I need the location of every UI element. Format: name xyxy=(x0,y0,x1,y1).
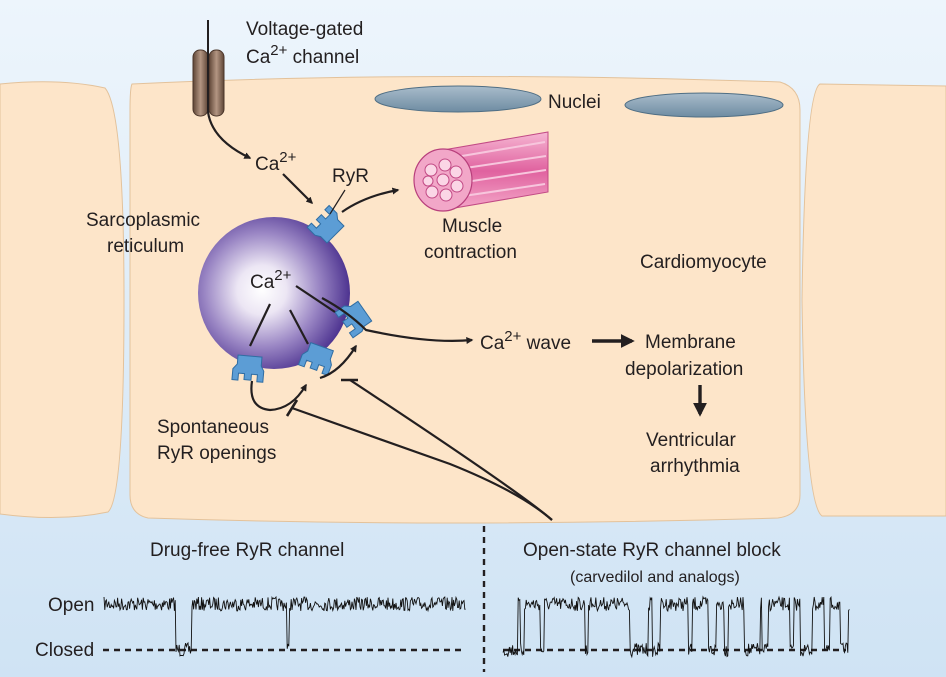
open-label: Open xyxy=(48,595,94,616)
ca-label-entry: Ca2+ xyxy=(255,149,297,175)
nucleus-icon xyxy=(374,85,542,113)
block-lines xyxy=(291,379,553,521)
muscle-label-line1: Muscle xyxy=(442,216,502,237)
single-channel-trace-drug-free xyxy=(103,595,466,657)
membrane-label-line1: Membrane xyxy=(645,332,736,353)
nucleus-icon xyxy=(624,92,784,118)
nuclei-label: Nuclei xyxy=(548,92,601,113)
channel-title-line2: Ca2+ channel xyxy=(246,42,359,68)
membrane-label-line2: depolarization xyxy=(625,359,743,380)
sr-label-line1: Sarcoplasmic xyxy=(86,210,200,231)
channel-title-line1: Voltage-gated xyxy=(246,19,363,40)
single-channel-trace-blocked xyxy=(502,595,850,659)
voltage-gated-channel-icon xyxy=(192,20,225,117)
ryr-label: RyR xyxy=(332,166,369,187)
inhibition-bar-icon xyxy=(285,378,358,417)
ca-wave-label: Ca2+ wave xyxy=(480,328,571,354)
spontaneous-label-line1: Spontaneous xyxy=(157,417,269,438)
cascade-arrows xyxy=(592,334,707,417)
neighbor-cell-right xyxy=(801,83,946,517)
sr-label-line2: reticulum xyxy=(107,236,184,257)
open-state-title: Open-state RyR channel block xyxy=(523,540,781,561)
drug-free-title: Drug-free RyR channel xyxy=(150,540,344,561)
ca-label-sr: Ca2+ xyxy=(250,267,292,293)
muscle-label-line2: contraction xyxy=(424,242,517,263)
sarcoplasmic-reticulum xyxy=(198,217,350,369)
spontaneous-label-line2: RyR openings xyxy=(157,443,276,464)
ventricular-label-line2: arrhythmia xyxy=(650,456,740,477)
cardiomyocyte-label: Cardiomyocyte xyxy=(640,252,767,273)
ryr-leader-line xyxy=(329,189,346,215)
ventricular-label-line1: Ventricular xyxy=(646,430,736,451)
neighbor-cell-left xyxy=(0,81,125,519)
closed-label: Closed xyxy=(35,640,94,661)
pathway-arrows xyxy=(206,111,474,412)
muscle-fiber-icon xyxy=(413,131,549,212)
open-state-subtitle: (carvedilol and analogs) xyxy=(570,569,740,586)
